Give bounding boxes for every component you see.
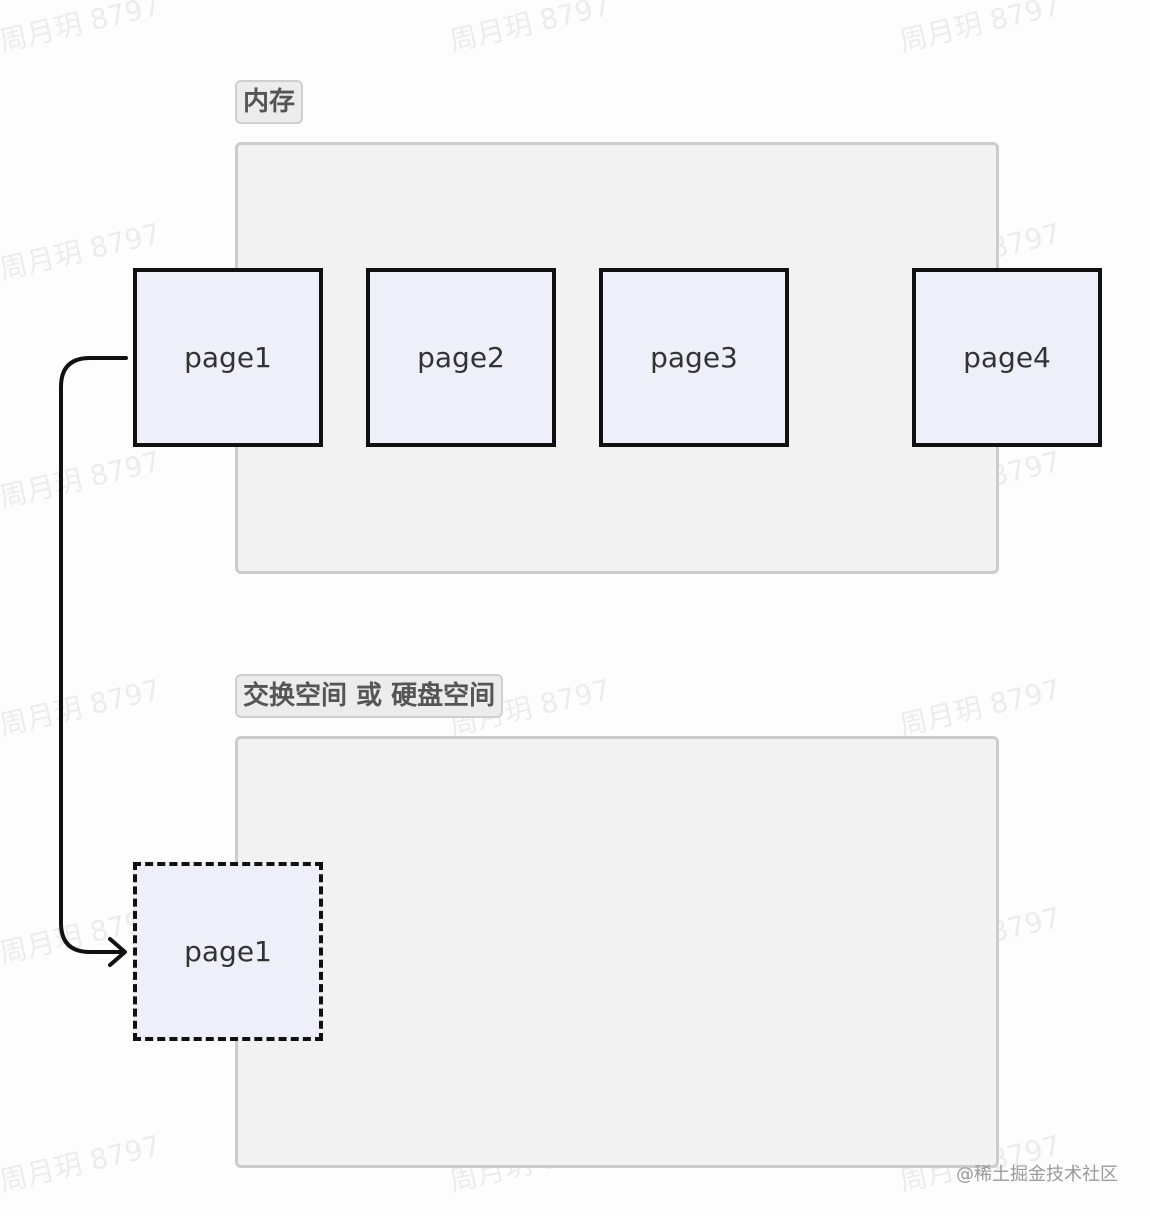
memory-page-2: page2	[366, 268, 556, 447]
memory-page-4: page4	[912, 268, 1102, 447]
page-label: page1	[184, 341, 272, 374]
swapped-page-1: page1	[133, 862, 323, 1041]
memory-page-3: page3	[599, 268, 789, 447]
swap-out-connector-line	[59, 356, 128, 954]
memory-page-1: page1	[133, 268, 323, 447]
page-label: page3	[650, 341, 738, 374]
memory-region-label: 内存	[235, 80, 304, 124]
page-label: page2	[417, 341, 505, 374]
page-label: page1	[184, 935, 272, 968]
page-label: page4	[963, 341, 1051, 374]
arrowhead-icon	[108, 937, 127, 967]
source-watermark: @稀土掘金技术社区	[956, 1164, 1118, 1185]
swap-region	[235, 736, 999, 1168]
swap-region-label: 交换空间 或 硬盘空间	[235, 674, 504, 718]
